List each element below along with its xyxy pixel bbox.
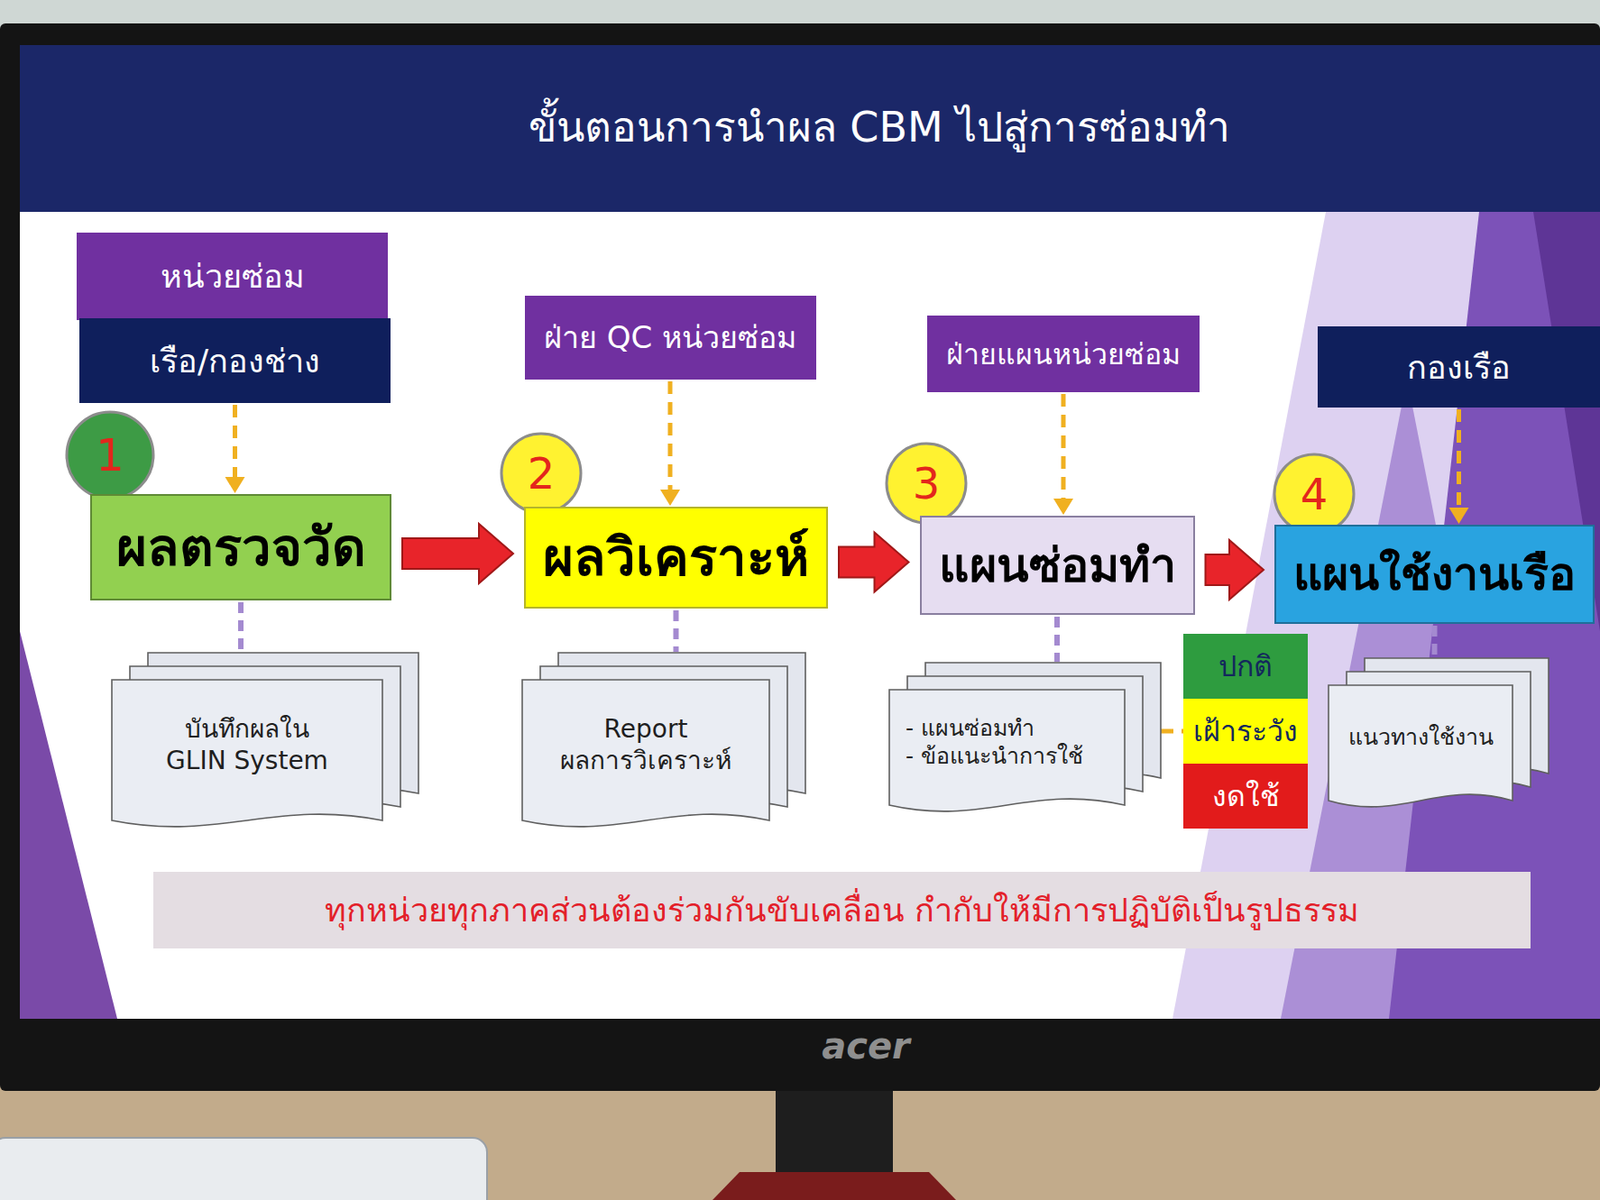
node-text: ผลวิเคราะห์ xyxy=(542,524,810,591)
node-text: 1 xyxy=(95,427,125,485)
text-piece: System xyxy=(233,745,328,776)
role-box: ฝ่าย QC หน่วยซ่อม xyxy=(524,295,817,380)
connector xyxy=(838,533,910,593)
node-text: - ข้อแนะนำการใช้ xyxy=(905,742,1084,771)
note-band: ทุกหน่วยทุกภาคส่วนต้องร่วมกันขับเคลื่อน … xyxy=(153,872,1531,949)
flow-arrow xyxy=(838,533,910,593)
dashed-connector xyxy=(1432,625,1438,658)
text-piece: Report xyxy=(604,714,689,745)
text-piece: บันทึกผลใน xyxy=(184,714,310,745)
node-text: 2 xyxy=(527,446,556,501)
node-text: แนวทางใช้งาน xyxy=(1348,723,1494,752)
connector xyxy=(1057,616,1058,663)
flow-arrow xyxy=(1205,540,1265,600)
status-cell: เฝ้าระวัง xyxy=(1183,698,1308,764)
dashed-connector xyxy=(238,602,244,653)
title-band xyxy=(19,45,1600,212)
dashed-connector xyxy=(1054,616,1060,663)
arrow-head xyxy=(1449,507,1470,525)
document-text-area: บันทึกผลใน GLIN System xyxy=(111,680,383,810)
process-box: แผนซ่อมทำ xyxy=(919,515,1196,616)
node-text: - แผนซ่อมทำ xyxy=(905,714,1035,743)
connector xyxy=(675,610,677,653)
node-text: แผนใช้งานเรือ xyxy=(1293,546,1576,604)
document-page xyxy=(889,689,1125,812)
flow-arrow xyxy=(402,524,514,584)
status-cell: ปกติ xyxy=(1183,634,1308,699)
dashed-connector xyxy=(1160,729,1184,735)
document-page xyxy=(522,680,770,828)
step-number: 3 xyxy=(884,441,968,525)
connector xyxy=(1160,731,1184,733)
process-box: ผลวิเคราะห์ xyxy=(524,506,828,609)
circle-shape xyxy=(886,443,966,524)
dashed-connector xyxy=(1061,394,1067,499)
node-text: เฝ้าระวัง xyxy=(1193,713,1298,750)
step-number: 1 xyxy=(64,410,156,501)
connector xyxy=(660,381,681,506)
node-text: งดใช้ xyxy=(1212,778,1280,815)
slide-title: ขั้นตอนการนำผล CBM ไปสู่การซ่อมทำ xyxy=(180,45,1579,208)
step-number: 4 xyxy=(1272,452,1356,536)
role-box: เรือ/กองช่าง xyxy=(79,318,391,404)
document-stack: - แผนซ่อมทำ- ข้อแนะนำการใช้ xyxy=(889,662,1161,817)
slide-decoration xyxy=(19,631,118,1020)
connector xyxy=(225,404,246,494)
node-text: ทุกหน่วยทุกภาคส่วนต้องร่วมกันขับเคลื่อน … xyxy=(324,890,1360,931)
document-text-area: - แผนซ่อมทำ- ข้อแนะนำการใช้ xyxy=(889,689,1125,795)
slide xyxy=(19,45,1600,1020)
circle-shape xyxy=(66,412,154,499)
connector xyxy=(1434,625,1435,658)
node-text: 4 xyxy=(1300,467,1329,522)
dashed-connector xyxy=(673,610,680,653)
role-box: กองเรือ xyxy=(1317,326,1600,408)
arrow-head xyxy=(225,477,246,494)
step-number: 2 xyxy=(499,432,583,515)
node-text: เรือ/กองช่าง xyxy=(149,340,321,382)
node-text: หน่วยซ่อม xyxy=(160,256,305,297)
dashed-connector xyxy=(668,381,673,490)
tablet xyxy=(0,1138,488,1200)
brand-label: acer xyxy=(748,1020,984,1072)
node-text: แผนซ่อมทำ xyxy=(938,536,1177,596)
node-text: บันทึกผลใน GLIN System xyxy=(165,713,330,777)
node-text: ผลตรวจวัด xyxy=(116,514,367,581)
connector xyxy=(1053,394,1074,515)
text-piece: GLIN xyxy=(165,745,227,776)
node-text: ปกติ xyxy=(1218,648,1273,685)
status-cell: งดใช้ xyxy=(1183,763,1308,829)
dashed-connector xyxy=(232,404,238,478)
node-text: ฝ่ายแผนหน่วยซ่อม xyxy=(946,336,1181,373)
stand-base xyxy=(712,1172,957,1200)
dashed-connector xyxy=(1456,409,1462,508)
arrow-head xyxy=(1053,498,1074,515)
connector xyxy=(240,602,242,653)
node-text: Report ผลการวิเคราะห์ xyxy=(559,713,733,777)
circle-shape xyxy=(501,433,581,514)
process-box: ผลตรวจวัด xyxy=(90,494,392,601)
role-box: หน่วยซ่อม xyxy=(76,232,388,321)
connector xyxy=(1205,540,1265,600)
process-box: แผนใช้งานเรือ xyxy=(1274,524,1595,625)
document-page xyxy=(1328,685,1513,808)
node-text: กองเรือ xyxy=(1406,347,1511,388)
text-piece: ผลการวิเคราะห์ xyxy=(560,745,732,776)
monitor-bezel xyxy=(0,23,1600,1092)
connector xyxy=(402,524,514,584)
document-stack: Report ผลการวิเคราะห์ xyxy=(522,652,806,832)
node-text: ฝ่าย QC หน่วยซ่อม xyxy=(543,318,797,358)
document-page xyxy=(111,680,383,828)
connector xyxy=(1449,409,1470,525)
circle-shape xyxy=(1274,454,1354,534)
role-box: ฝ่ายแผนหน่วยซ่อม xyxy=(927,315,1200,393)
document-stack: แนวทางใช้งาน xyxy=(1328,658,1549,812)
document-text-area: Report ผลการวิเคราะห์ xyxy=(522,680,770,810)
node-text: 3 xyxy=(912,456,941,511)
arrow-head xyxy=(660,489,681,506)
document-text-area: แนวทางใช้งาน xyxy=(1328,685,1513,791)
document-stack: บันทึกผลใน GLIN System xyxy=(111,652,419,832)
